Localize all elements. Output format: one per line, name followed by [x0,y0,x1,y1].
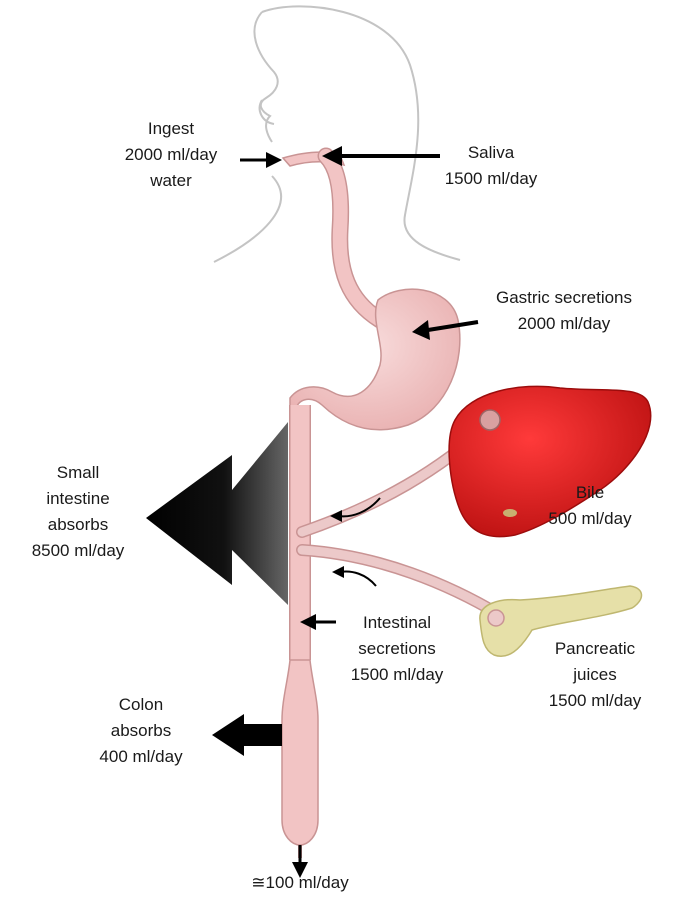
liver-detail [503,509,517,517]
pancreatic-duct-end [488,610,504,626]
colon-absorb-arrow [212,714,282,756]
pancreatic-arrow [332,566,376,586]
pancreatic-duct [302,550,500,615]
colon [282,660,318,845]
gallbladder [480,410,500,430]
small-intestine-absorb-arrow [146,422,288,605]
label-output: ≅100 ml/day [220,870,380,896]
ingest-arrow [240,152,282,168]
esophagus [283,152,380,320]
